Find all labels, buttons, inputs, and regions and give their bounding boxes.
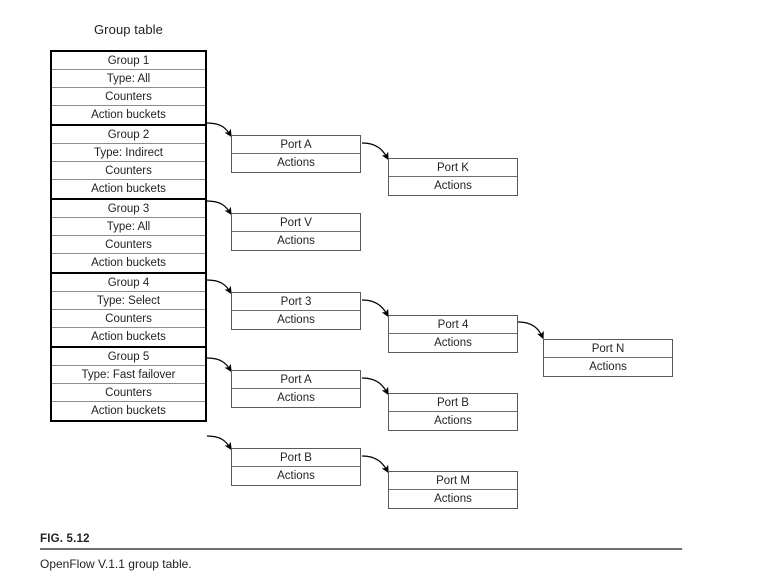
group-type: Type: All [52,70,205,88]
group-table-title: Group table [93,22,164,37]
action-bucket-port-3: Port 3 Actions [231,292,361,330]
port-label: Port B [389,394,517,412]
group-counters: Counters [52,236,205,254]
group-action-buckets: Action buckets [91,331,166,343]
port-label: Port M [389,472,517,490]
port-label: Port 3 [232,293,360,311]
caption-divider [40,548,682,550]
actions-label: Actions [434,337,472,349]
group-counters: Counters [52,162,205,180]
figure-number: FIG. 5.12 [40,533,90,545]
action-bucket-port-n: Port N Actions [543,339,673,377]
group-action-buckets: Action buckets [91,183,166,195]
actions-label: Actions [277,470,315,482]
group-type: Type: Indirect [52,144,205,162]
group-counters: Counters [52,384,205,402]
group-type: Type: Select [52,292,205,310]
action-bucket-port-k: Port K Actions [388,158,518,196]
actions-label: Actions [434,180,472,192]
group-type: Type: All [52,218,205,236]
actions-label: Actions [277,314,315,326]
port-label: Port A [232,136,360,154]
action-bucket-port-m: Port M Actions [388,471,518,509]
port-label: Port N [544,340,672,358]
port-label: Port B [232,449,360,467]
action-bucket-port-b-2: Port B Actions [231,448,361,486]
actions-label: Actions [277,157,315,169]
port-label: Port V [232,214,360,232]
port-label: Port A [232,371,360,389]
action-bucket-port-v: Port V Actions [231,213,361,251]
group-block: Group 5 Type: Fast failover Counters Act… [52,348,205,420]
action-bucket-port-b-1: Port B Actions [388,393,518,431]
group-action-buckets: Action buckets [91,109,166,121]
actions-label: Actions [434,415,472,427]
group-counters: Counters [52,310,205,328]
group-block: Group 2 Type: Indirect Counters Action b… [52,126,205,200]
group-table: Group 1 Type: All Counters Action bucket… [50,50,207,422]
actions-label: Actions [277,392,315,404]
figure-caption-area: FIG. 5.12 OpenFlow V.1.1 group table. [40,532,682,572]
figure-caption-text: OpenFlow V.1.1 group table. [40,557,192,571]
group-type: Type: Fast failover [52,366,205,384]
action-bucket-port-a-2: Port A Actions [231,370,361,408]
action-bucket-port-4: Port 4 Actions [388,315,518,353]
group-action-buckets: Action buckets [91,257,166,269]
group-name: Group 5 [52,348,205,366]
actions-label: Actions [589,361,627,373]
group-block: Group 1 Type: All Counters Action bucket… [52,52,205,126]
actions-label: Actions [434,493,472,505]
group-name: Group 3 [52,200,205,218]
group-block: Group 3 Type: All Counters Action bucket… [52,200,205,274]
group-name: Group 1 [52,52,205,70]
port-label: Port K [389,159,517,177]
group-action-buckets: Action buckets [91,405,166,417]
group-name: Group 4 [52,274,205,292]
group-block: Group 4 Type: Select Counters Action buc… [52,274,205,348]
port-label: Port 4 [389,316,517,334]
group-name: Group 2 [52,126,205,144]
actions-label: Actions [277,235,315,247]
group-counters: Counters [52,88,205,106]
action-bucket-port-a-1: Port A Actions [231,135,361,173]
